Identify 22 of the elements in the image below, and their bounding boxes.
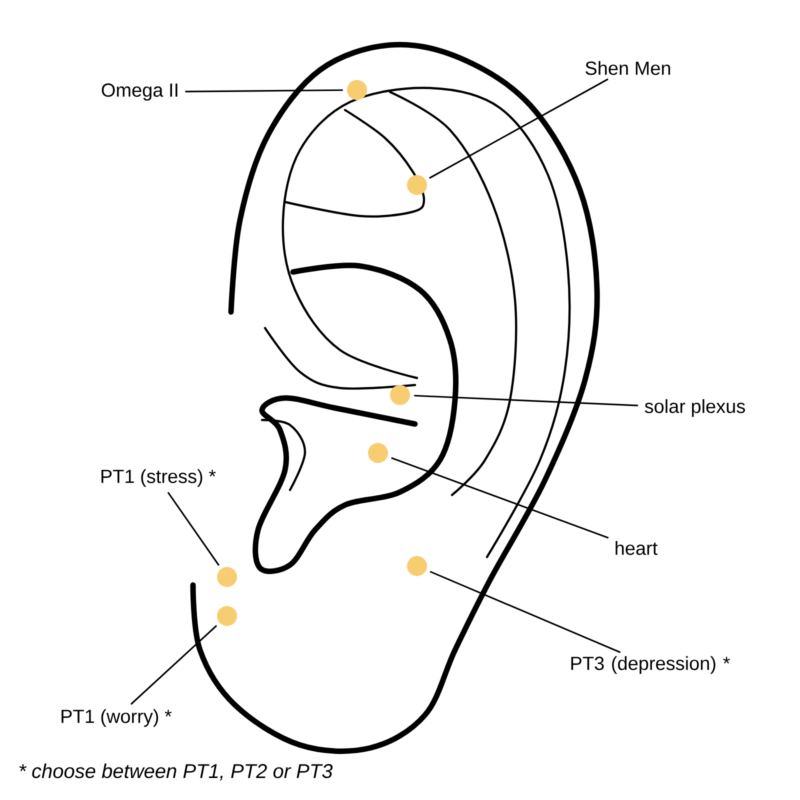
acupoint-dot [407, 556, 427, 576]
point-label: Omega II [102, 83, 178, 101]
acupoint-dot [368, 443, 388, 463]
leader-line [430, 570, 621, 654]
acupoint-dot [217, 567, 237, 587]
acupoint-dot [407, 175, 427, 195]
acupoint-dot [217, 606, 237, 626]
point-label: PT3 (depression) * [571, 656, 730, 674]
leader-line [414, 394, 638, 406]
point-label: PT1 (stress) * [102, 469, 216, 487]
footnote: * choose between PT1, PT2 or PT3 [19, 763, 333, 781]
acupoint-dot [347, 80, 367, 100]
acupoint-dot [390, 385, 410, 405]
leader-line [130, 625, 218, 705]
leader-line [391, 457, 609, 539]
point-label: Shen Men [586, 61, 670, 75]
point-label: solar plexus [644, 399, 745, 417]
leader-line [429, 78, 608, 179]
point-label: heart [616, 541, 658, 555]
leader-line [167, 492, 220, 566]
point-label: PT1 (worry) * [62, 709, 172, 727]
leader-line [185, 89, 343, 92]
